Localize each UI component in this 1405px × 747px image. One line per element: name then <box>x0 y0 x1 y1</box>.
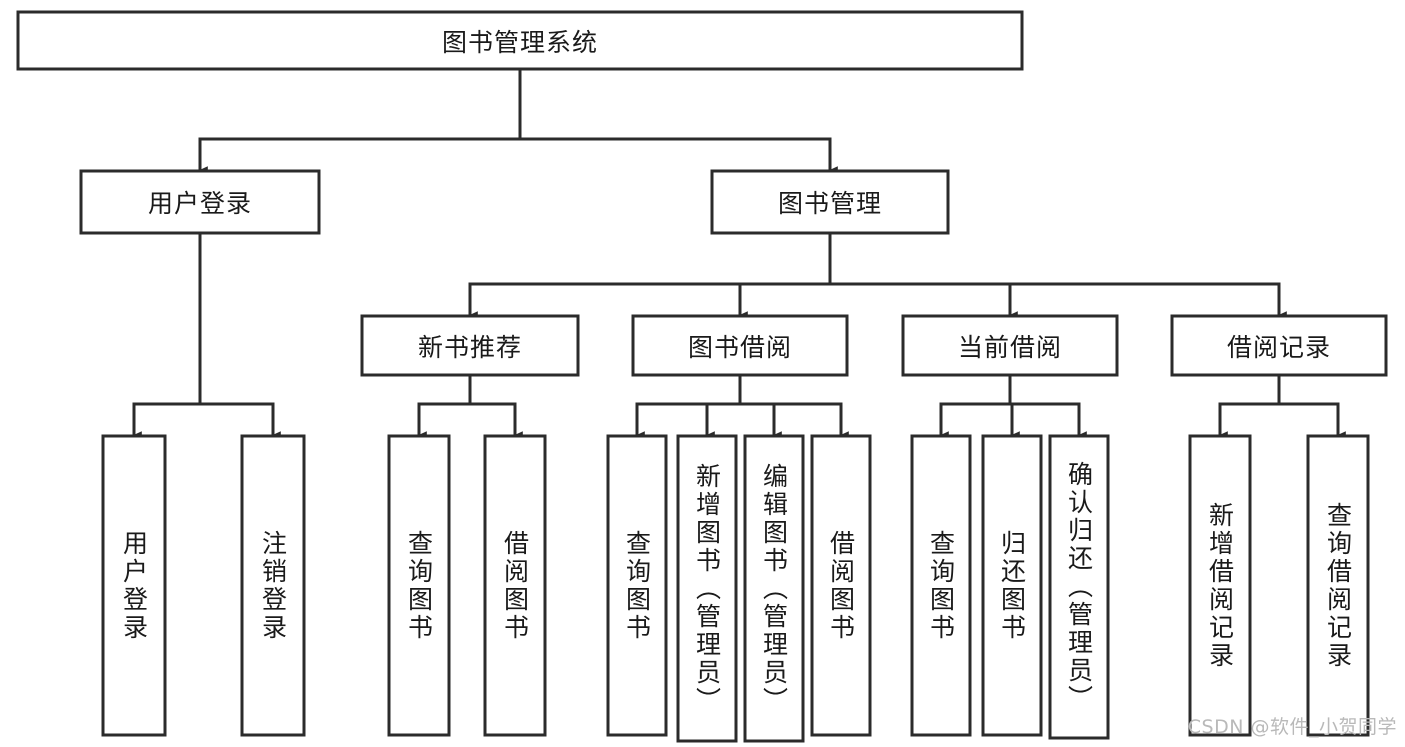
node-box-user-login[interactable] <box>79 169 321 235</box>
node-box-add-borrow-record[interactable] <box>1188 434 1252 737</box>
node-box-book-borrow[interactable] <box>631 314 849 377</box>
node-box-user-login-do[interactable] <box>101 434 167 737</box>
node-box-borrow-records[interactable] <box>1170 314 1388 377</box>
node-box-return-book[interactable] <box>981 434 1043 737</box>
node-box-add-book[interactable] <box>676 434 738 743</box>
node-box-book-manage[interactable] <box>710 169 950 235</box>
node-box-user-logout[interactable] <box>240 434 306 737</box>
edges-layer <box>132 67 1346 439</box>
node-box-query-book-3[interactable] <box>910 434 972 737</box>
node-box-confirm-return[interactable] <box>1048 434 1110 740</box>
node-box-borrow-book-2[interactable] <box>810 434 872 737</box>
node-box-query-book-2[interactable] <box>606 434 668 737</box>
node-box-current-borrow[interactable] <box>901 314 1119 377</box>
boxes-layer <box>16 10 1388 743</box>
node-box-edit-book[interactable] <box>743 434 805 743</box>
node-box-query-book-1[interactable] <box>387 434 451 737</box>
node-box-query-borrow-record[interactable] <box>1306 434 1370 737</box>
node-box-new-book-recommend[interactable] <box>360 314 580 377</box>
node-box-root[interactable] <box>16 10 1024 71</box>
node-box-borrow-book-1[interactable] <box>483 434 547 737</box>
